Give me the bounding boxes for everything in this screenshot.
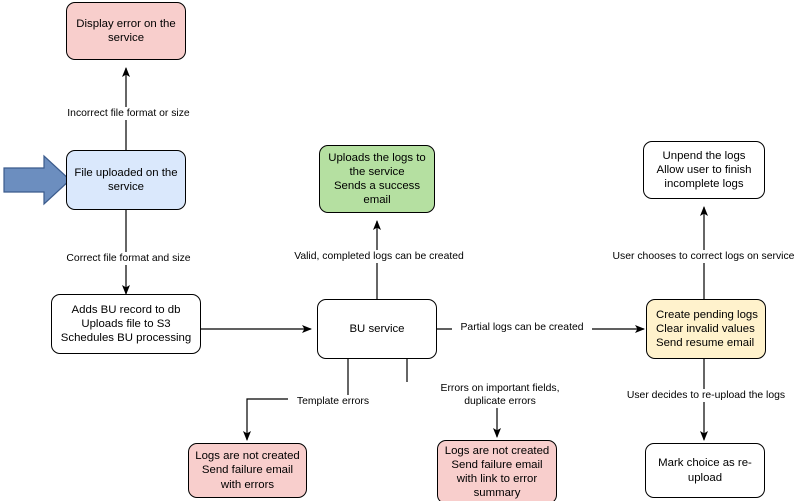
- node-display-error[interactable]: Display error on the service: [66, 2, 186, 60]
- edge-template-errors: [243, 359, 349, 441]
- node-mark-choice[interactable]: Mark choice as re- upload: [645, 443, 765, 498]
- node-create-pending-logs[interactable]: Create pending logs Clear invalid values…: [646, 299, 766, 359]
- node-unpend-logs[interactable]: Unpend the logs Allow user to finish inc…: [643, 141, 765, 199]
- node-adds-bu-record[interactable]: Adds BU record to db Uploads file to S3 …: [51, 294, 201, 354]
- node-uploads-logs[interactable]: Uploads the logs to the service Sends a …: [319, 145, 435, 213]
- edge-important-errors: [406, 359, 497, 437]
- node-file-uploaded[interactable]: File uploaded on the service: [66, 150, 186, 210]
- node-logs-not-created-summary[interactable]: Logs are not created Send failure email …: [437, 440, 557, 501]
- node-bu-service[interactable]: BU service: [317, 299, 437, 359]
- entry-block-arrow: [3, 154, 71, 206]
- node-logs-not-created-template[interactable]: Logs are not created Send failure email …: [188, 443, 307, 498]
